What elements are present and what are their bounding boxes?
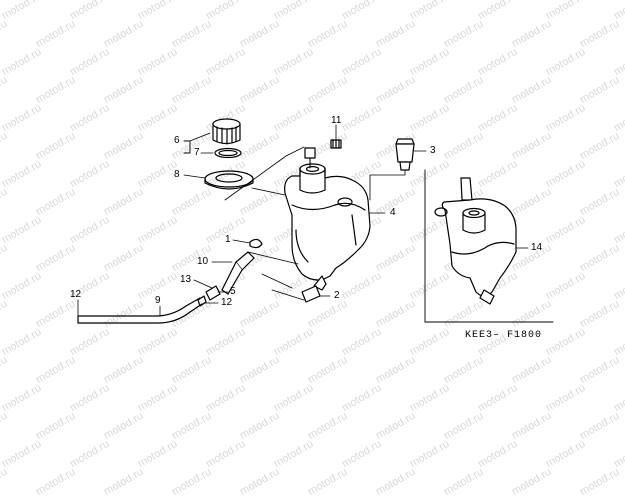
variant-frame: [424, 169, 554, 323]
watermark-text: motod.ru: [0, 465, 10, 498]
watermark-text: motod.ru: [169, 465, 214, 498]
callout-3: 3: [430, 145, 436, 156]
reservoir-cap: [212, 118, 241, 145]
reservoir-variant: [434, 177, 529, 305]
callout-7: 7: [194, 147, 200, 158]
hose-joint: [193, 279, 229, 301]
watermark-text: motod.ru: [373, 465, 418, 498]
reservoir-tank: [284, 147, 371, 291]
hose-clip: [197, 295, 219, 307]
callout-11: 11: [331, 115, 342, 126]
callout-5: 5: [230, 286, 236, 297]
callout-10: 10: [197, 256, 209, 267]
callout-8: 8: [174, 169, 180, 180]
callout-1: 1: [225, 234, 231, 245]
callout-12-clip: 12: [221, 297, 233, 308]
watermark-text: motod.ru: [305, 465, 350, 498]
bolt: [330, 124, 342, 149]
clamp: [232, 238, 263, 249]
o-ring: [214, 147, 242, 159]
watermark-text: motod.ru: [577, 465, 622, 498]
overflow-tube: [77, 297, 203, 324]
cap-plate: [204, 170, 254, 190]
callout-2: 2: [334, 290, 340, 301]
callout-14: 14: [531, 242, 543, 253]
diagram-lineart: [77, 118, 554, 324]
callout-13: 13: [180, 274, 192, 285]
watermark-text: motod.ru: [441, 465, 486, 498]
diagram-code: KEE3– F1800: [465, 330, 543, 341]
callout-6: 6: [174, 135, 180, 146]
joint-2: [261, 273, 331, 303]
watermark-text: motod.ru: [101, 465, 146, 498]
callout-12-tube: 12: [70, 289, 82, 300]
filler-fitting: [369, 138, 427, 201]
callout-4: 4: [390, 207, 396, 218]
watermark-text: motod.ru: [509, 465, 554, 498]
watermark-text: motod.ru: [237, 465, 282, 498]
callout-9: 9: [155, 295, 161, 306]
hose-short: [211, 251, 299, 295]
watermark-text: motod.ru: [33, 465, 78, 498]
